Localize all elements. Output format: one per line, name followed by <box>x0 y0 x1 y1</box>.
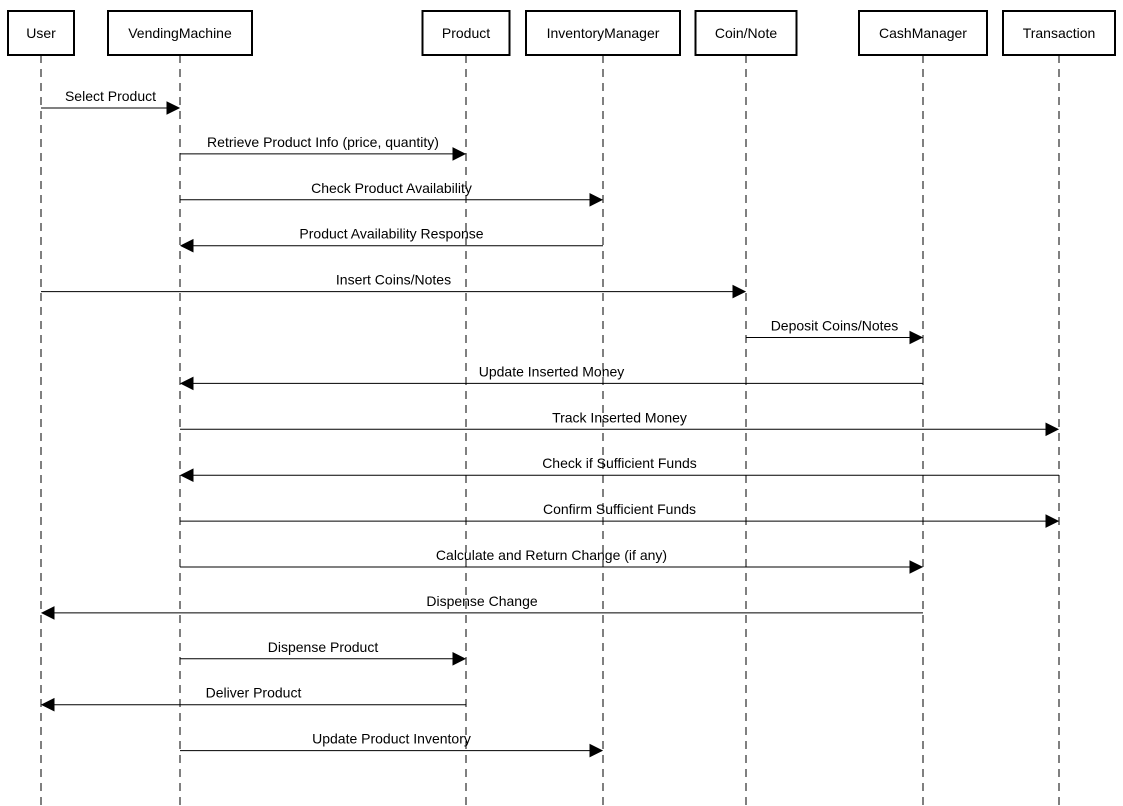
message-7: Update Inserted Money <box>179 363 923 391</box>
arrowhead-icon <box>179 468 194 483</box>
message-2: Retrieve Product Info (price, quantity) <box>180 134 467 161</box>
message-9: Check if Sufficient Funds <box>179 455 1059 483</box>
message-label: Check if Sufficient Funds <box>542 455 697 471</box>
message-6: Deposit Coins/Notes <box>746 318 924 345</box>
participant-label: VendingMachine <box>128 25 232 41</box>
message-13: Dispense Product <box>180 639 467 666</box>
message-label: Retrieve Product Info (price, quantity) <box>207 134 439 150</box>
arrowhead-icon <box>452 147 467 161</box>
participant-box <box>421 10 511 56</box>
message-label: Dispense Product <box>268 639 379 655</box>
participants-layer: User VendingMachine Product InventoryManage… <box>7 10 1116 56</box>
message-label: Select Product <box>65 88 156 104</box>
arrowhead-icon <box>1045 422 1060 437</box>
arrowhead-icon <box>1045 514 1060 528</box>
message-10: Confirm Sufficient Funds <box>180 501 1060 528</box>
message-label: Dispense Change <box>426 593 538 609</box>
message-label: Track Inserted Money <box>552 409 687 425</box>
participant-label: InventoryManager <box>547 25 660 41</box>
arrowhead-icon <box>589 743 604 758</box>
participant-cash_manager: CashManager <box>858 10 988 56</box>
participant-transaction: Transaction <box>1002 10 1116 56</box>
message-label: Insert Coins/Notes <box>336 272 451 288</box>
participant-label: CashManager <box>879 25 967 41</box>
participant-label: Product <box>442 25 490 41</box>
message-8: Track Inserted Money <box>180 409 1060 437</box>
message-1: Select Product <box>41 88 181 115</box>
message-4: Product Availability Response <box>179 226 603 253</box>
message-5: Insert Coins/Notes <box>41 272 747 299</box>
message-label: Check Product Availability <box>311 180 472 196</box>
participant-box <box>7 10 75 56</box>
message-label: Update Inserted Money <box>479 363 625 379</box>
participant-label: Transaction <box>1023 25 1096 41</box>
participant-user: User <box>7 10 75 56</box>
message-11: Calculate and Return Change (if any) <box>180 547 924 574</box>
arrowhead-icon <box>166 101 181 115</box>
arrowhead-icon <box>909 560 924 574</box>
message-label: Deposit Coins/Notes <box>771 318 899 334</box>
arrowhead-icon <box>40 606 55 620</box>
message-12: Dispense Change <box>40 593 923 620</box>
message-label: Calculate and Return Change (if any) <box>436 547 667 563</box>
arrowhead-icon <box>909 330 924 345</box>
participant-box <box>694 10 798 56</box>
participant-label: User <box>26 25 56 41</box>
message-label: Deliver Product <box>206 685 302 701</box>
participant-coin_note: Coin/Note <box>694 10 798 56</box>
participant-inventory_manager: InventoryManager <box>525 10 681 56</box>
participant-box <box>858 10 988 56</box>
arrowhead-icon <box>40 697 55 712</box>
message-label: Confirm Sufficient Funds <box>543 501 696 517</box>
arrowhead-icon <box>732 284 747 299</box>
arrowhead-icon <box>452 651 467 666</box>
arrowhead-icon <box>589 192 604 207</box>
participant-product: Product <box>421 10 511 56</box>
arrowhead-icon <box>179 376 194 391</box>
participant-vending_machine: VendingMachine <box>107 10 253 56</box>
message-3: Check Product Availability <box>180 180 604 207</box>
message-label: Product Availability Response <box>299 226 483 242</box>
message-label: Update Product Inventory <box>312 731 471 747</box>
participant-label: Coin/Note <box>715 25 777 41</box>
participant-box <box>107 10 253 56</box>
lifelines-layer <box>40 55 1060 806</box>
participant-box <box>1002 10 1116 56</box>
arrowhead-icon <box>179 238 194 253</box>
message-15: Update Product Inventory <box>180 731 604 758</box>
participant-box <box>525 10 681 56</box>
message-14: Deliver Product <box>40 685 466 712</box>
